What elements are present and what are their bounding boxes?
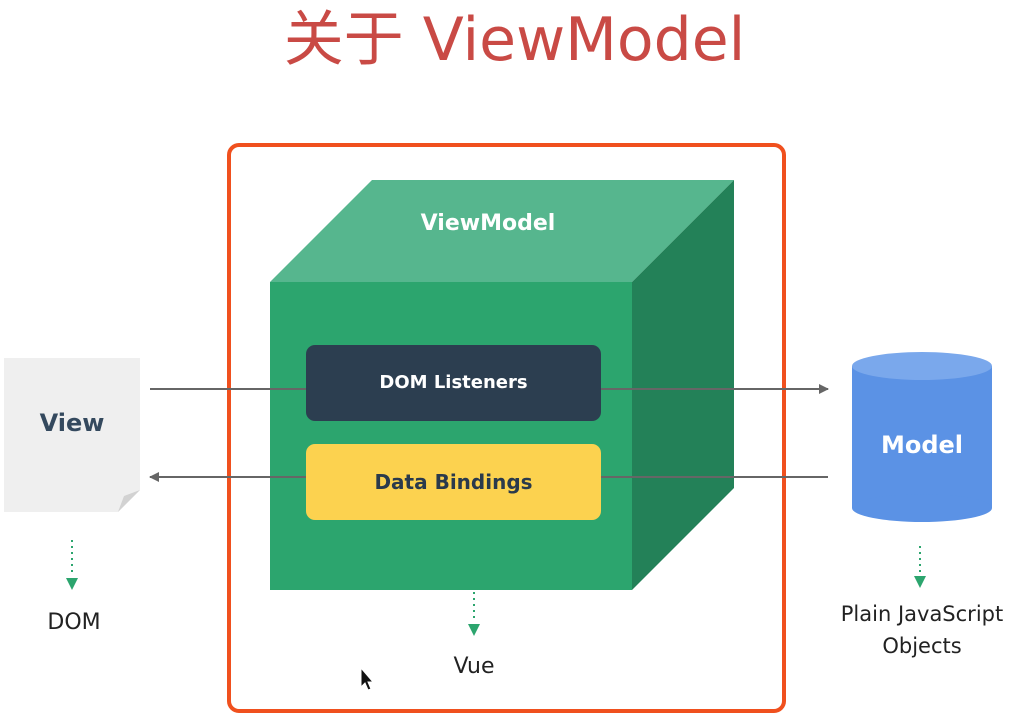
highlight-frame [227,143,786,713]
data-bindings-label: Data Bindings [374,470,533,494]
dom-dotted-arrow [66,540,78,590]
view-label: View [39,409,105,437]
dom-caption: DOM [47,610,101,635]
page-title: 关于 ViewModel [283,5,746,75]
dom-listeners-box [306,345,601,421]
vue-caption: Vue [453,654,495,679]
data-bindings-box [306,444,601,520]
model-label: Model [880,431,964,459]
viewmodel-label: ViewModel [420,211,556,236]
mouse-pointer-icon [360,666,375,691]
model-caption-line2: Objects [882,634,962,658]
model-caption-line1: Plain JavaScript [840,602,1004,626]
view-page-icon [4,358,140,512]
model-cylinder-icon [852,352,992,522]
model-dotted-arrow [914,546,926,588]
viewmodel-cube [270,180,734,590]
vue-dotted-arrow [468,592,480,636]
model-caption: Plain JavaScript Objects [812,598,1029,666]
dom-listeners-label: DOM Listeners [379,372,528,393]
